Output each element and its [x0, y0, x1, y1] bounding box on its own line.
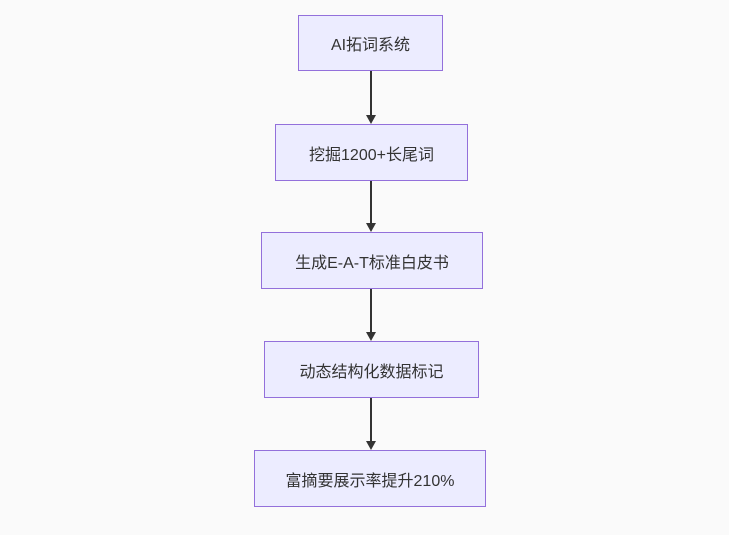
arrowhead-down-icon — [366, 441, 376, 450]
flow-node-label: 动态结构化数据标记 — [299, 363, 444, 381]
edge-line — [370, 181, 372, 223]
edge-line — [370, 289, 372, 332]
flow-node-label: AI拓词系统 — [330, 37, 411, 54]
edge-line — [370, 71, 372, 115]
edge-line — [370, 398, 372, 441]
arrowhead-down-icon — [366, 223, 376, 232]
flow-node-longtail-mining: 挖掘1200+长尾词 — [275, 124, 468, 181]
flow-edge-3-4 — [365, 289, 377, 341]
flow-node-rich-snippet-result: 富摘要展示率提升210% — [254, 450, 486, 507]
flow-node-label: 生成E-A-T标准白皮书 — [295, 254, 449, 272]
flow-node-eat-whitepaper: 生成E-A-T标准白皮书 — [261, 232, 483, 289]
arrowhead-down-icon — [366, 332, 376, 341]
flow-node-label: 挖掘1200+长尾词 — [309, 146, 434, 164]
flow-edge-1-2 — [365, 71, 377, 124]
flow-node-ai-keyword-system: AI拓词系统 — [298, 15, 443, 71]
flow-edge-2-3 — [365, 181, 377, 232]
flow-edge-4-5 — [365, 398, 377, 450]
arrowhead-down-icon — [366, 115, 376, 124]
flow-node-label: 富摘要展示率提升210% — [285, 472, 455, 490]
flow-node-structured-data-markup: 动态结构化数据标记 — [264, 341, 479, 398]
